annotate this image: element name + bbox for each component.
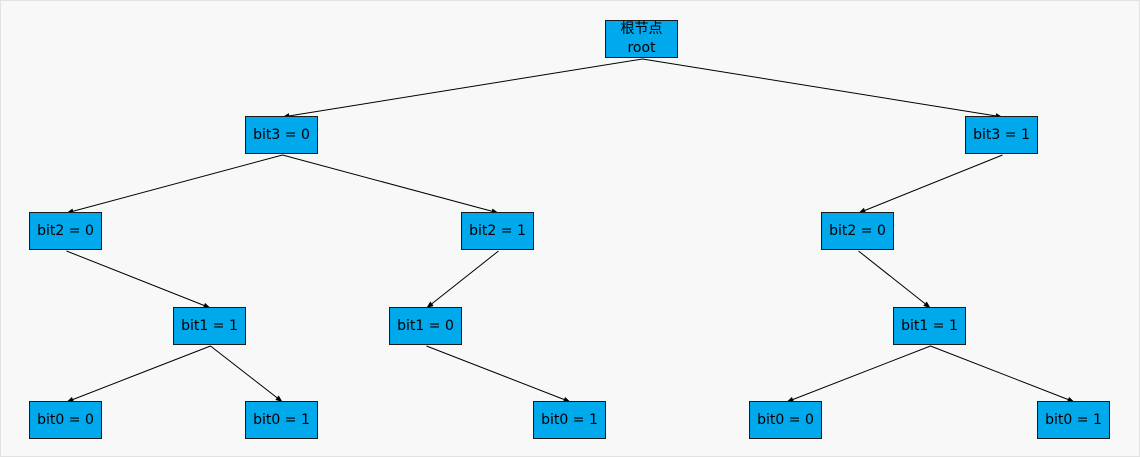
edge-root-to-l_b3 [282, 58, 643, 119]
node-bit2-0-left: bit2 = 0 [29, 212, 102, 250]
edge-root-to-r_b3 [642, 58, 1003, 119]
node-bit3-0: bit3 = 0 [245, 116, 318, 154]
node-bit1-1-left: bit1 = 1 [173, 307, 246, 345]
node-bit1-1-right: bit1 = 1 [893, 307, 966, 345]
edge-r_b1-to-b0_5 [930, 345, 1075, 403]
edge-l_b3-to-lr_b2 [282, 154, 499, 214]
node-bit2-0-right: bit2 = 0 [821, 212, 894, 250]
edge-l_b3-to-ll_b2 [66, 154, 283, 214]
edge-lr_b1-to-b0_3 [426, 345, 571, 403]
edge-ll_b2-to-ll_b1 [66, 250, 211, 309]
root-label-cn: 根节点 [620, 21, 663, 37]
node-bit0-1-a: bit0 = 1 [245, 401, 318, 439]
node-bit0-1-b: bit0 = 1 [533, 401, 606, 439]
edge-lr_b2-to-lr_b1 [426, 250, 499, 309]
node-bit0-0-a: bit0 = 0 [29, 401, 102, 439]
node-bit0-0-b: bit0 = 0 [749, 401, 822, 439]
edge-r_b1-to-b0_4 [786, 345, 931, 403]
edge-r_b2-to-r_b1 [858, 250, 931, 309]
node-bit2-1: bit2 = 1 [461, 212, 534, 250]
root-node: 根节点 root [605, 20, 678, 58]
node-bit1-0: bit1 = 0 [389, 307, 462, 345]
node-bit3-1: bit3 = 1 [965, 116, 1038, 154]
root-label-en: root [627, 40, 656, 56]
edge-ll_b1-to-b0_1 [66, 345, 211, 403]
node-bit0-1-c: bit0 = 1 [1037, 401, 1110, 439]
edge-ll_b1-to-b0_2 [210, 345, 283, 403]
edge-r_b3-to-r_b2 [858, 154, 1003, 214]
